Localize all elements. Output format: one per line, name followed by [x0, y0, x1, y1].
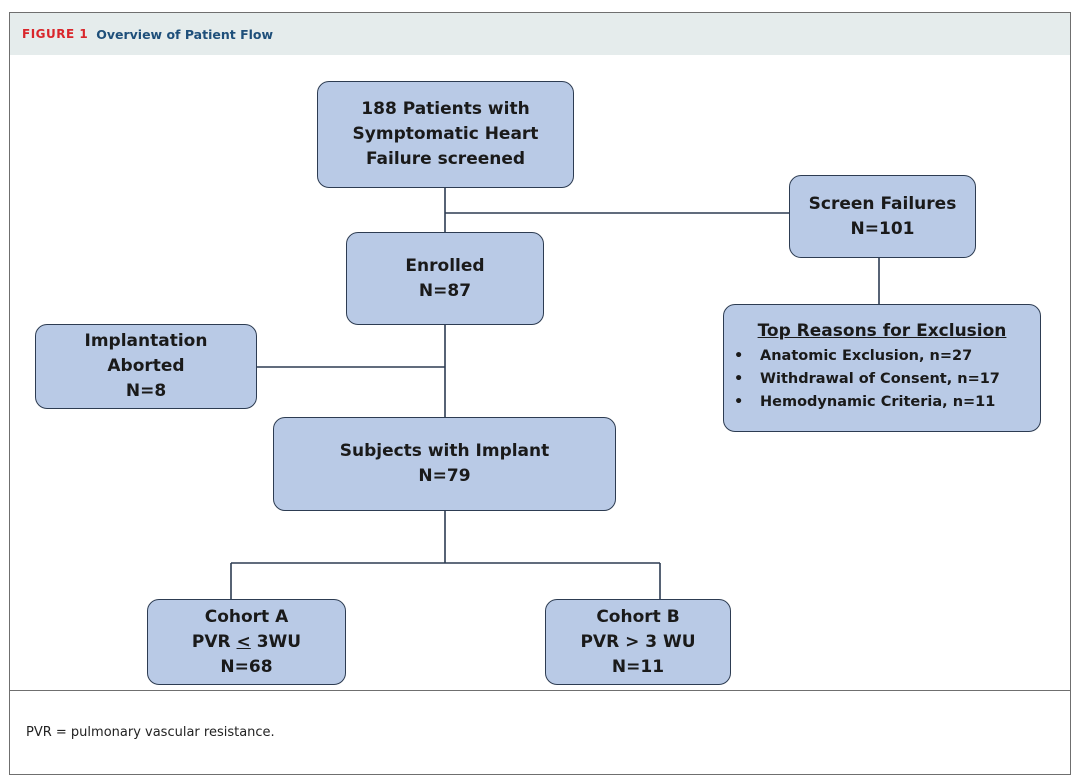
- implant-label: Subjects with Implant: [339, 441, 550, 461]
- cohort-a-count: N=68: [220, 656, 273, 677]
- exclusion-reasons-node: Top Reasons for Exclusion • Anatomic Excl…: [723, 304, 1041, 432]
- implantation-aborted-node: Implantation Aborted N=8: [35, 324, 257, 409]
- aborted-count: N=8: [125, 381, 167, 401]
- cohort-b-label: Cohort B: [596, 606, 680, 627]
- cohort-a-criterion: PVR < 3WU: [192, 630, 301, 655]
- screened-line-2: Symptomatic Heart: [352, 124, 539, 144]
- figure-caption: PVR = pulmonary vascular resistance.: [26, 725, 275, 740]
- bullet-icon: •: [734, 371, 744, 387]
- cohort-a-label: Cohort A: [204, 606, 289, 627]
- cohort-b-node: Cohort B PVR > 3 WU N=11: [545, 599, 731, 685]
- cohort-a-criterion-prefix: PVR: [191, 631, 237, 652]
- exclusion-reason-text: Hemodynamic Criteria, n=11: [760, 394, 996, 410]
- cohort-b-count: N=11: [611, 656, 665, 677]
- enrolled-count: N=87: [418, 280, 472, 301]
- subjects-with-implant-node: Subjects with Implant N=79: [273, 417, 616, 511]
- figure-title: Overview of Patient Flow: [96, 26, 274, 42]
- screen-failures-label: Screen Failures: [808, 193, 957, 214]
- figure-label: FIGURE 1: [22, 27, 89, 41]
- bullet-icon: •: [734, 394, 744, 410]
- cohort-b-criterion: PVR > 3 WU: [580, 631, 696, 652]
- enrolled-node: Enrolled N=87: [346, 232, 544, 325]
- screened-line-1: 188 Patients with: [361, 99, 530, 119]
- exclusion-reason-item: • Anatomic Exclusion, n=27: [724, 345, 1000, 368]
- screen-failures-node: Screen Failures N=101: [789, 175, 976, 258]
- caption-divider: [10, 690, 1070, 691]
- exclusion-reason-item: • Withdrawal of Consent, n=17: [724, 368, 1000, 391]
- enrolled-label: Enrolled: [405, 255, 485, 276]
- screened-line-3: Failure screened: [365, 149, 526, 169]
- cohort-a-node: Cohort A PVR < 3WU N=68: [147, 599, 346, 685]
- bullet-icon: •: [734, 348, 744, 364]
- aborted-line-1: Implantation: [84, 331, 208, 351]
- cohort-a-criterion-suffix: 3WU: [250, 631, 302, 652]
- exclusion-reasons-list: • Anatomic Exclusion, n=27 • Withdrawal of…: [724, 345, 1000, 414]
- screened-node: 188 Patients with Symptomatic Heart Fail…: [317, 81, 574, 188]
- exclusion-reason-item: • Hemodynamic Criteria, n=11: [724, 391, 1000, 414]
- screen-failures-count: N=101: [850, 218, 915, 239]
- aborted-line-2: Aborted: [107, 356, 185, 376]
- exclusion-reason-text: Withdrawal of Consent, n=17: [760, 371, 1000, 387]
- less-equal-symbol: <: [236, 631, 251, 652]
- exclusion-reason-text: Anatomic Exclusion, n=27: [760, 348, 973, 364]
- exclusion-reasons-title: Top Reasons for Exclusion: [757, 321, 1007, 341]
- implant-count: N=79: [418, 466, 471, 486]
- figure-header: FIGURE 1 Overview of Patient Flow: [10, 13, 1070, 55]
